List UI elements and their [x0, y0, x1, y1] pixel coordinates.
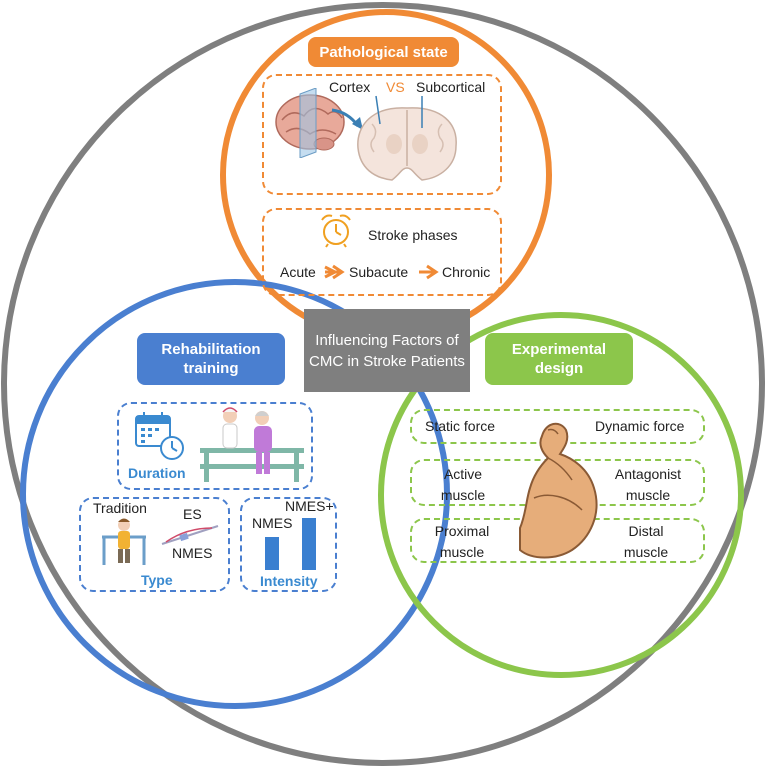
stroke-phases-label: Stroke phases — [368, 227, 458, 243]
nmes-label: NMES — [172, 545, 213, 561]
proximal-muscle-label: Proximal muscle — [434, 523, 490, 560]
antagonist-muscle-label: Antagonist muscle — [614, 466, 682, 503]
tradition-label: Tradition — [93, 500, 147, 516]
pointer-lines — [375, 95, 423, 128]
phase-arrow-icon-1 — [324, 264, 345, 280]
central-topic-box: Influencing Factors of CMC in Stroke Pat… — [304, 309, 470, 392]
phase-subacute: Subacute — [349, 264, 409, 280]
child-walking-icon — [102, 518, 146, 565]
walking-therapy-icon — [200, 407, 304, 482]
alarm-clock-icon — [321, 214, 351, 248]
brain-lateral-icon — [275, 88, 345, 158]
active-muscle-label: Active muscle — [440, 466, 486, 503]
duration-label: Duration — [128, 465, 186, 481]
calendar-clock-icon — [135, 412, 184, 460]
dynamic-force-label: Dynamic force — [595, 418, 685, 434]
electrical-stimulation-icon — [161, 525, 219, 545]
brain-coronal-icon — [357, 107, 457, 181]
experimental-circle — [378, 312, 744, 678]
intensity-label: Intensity — [260, 573, 318, 589]
intensity-bar-nmes-plus — [302, 518, 316, 570]
vs-label: VS — [386, 79, 405, 95]
phase-chronic: Chronic — [442, 264, 491, 280]
rehab-circle — [20, 279, 450, 709]
distal-muscle-label: Distal muscle — [623, 523, 669, 560]
rehab-title: Rehabilitation training — [137, 333, 285, 385]
stroke-phases-box — [262, 208, 502, 296]
pathological-title: Pathological state — [308, 37, 459, 67]
type-label: Type — [141, 572, 173, 588]
cortex-label: Cortex — [329, 79, 371, 95]
intensity-nmes-label: NMES — [252, 515, 293, 531]
brain-section-box — [262, 74, 502, 195]
phase-arrow-icon-2 — [419, 264, 439, 280]
intensity-nmes-plus-label: NMES+ — [285, 498, 334, 514]
duration-box — [117, 402, 313, 490]
intensity-box — [240, 497, 337, 592]
static-force-label: Static force — [425, 418, 496, 434]
intensity-bar-nmes — [265, 537, 279, 570]
phase-acute: Acute — [280, 264, 316, 280]
experimental-title: Experimental design — [485, 333, 633, 385]
flexed-arm-muscle-icon — [519, 422, 598, 559]
type-box — [79, 497, 230, 592]
arrow-icon — [331, 108, 363, 130]
es-label: ES — [183, 506, 202, 522]
subcortical-label: Subcortical — [416, 79, 486, 95]
